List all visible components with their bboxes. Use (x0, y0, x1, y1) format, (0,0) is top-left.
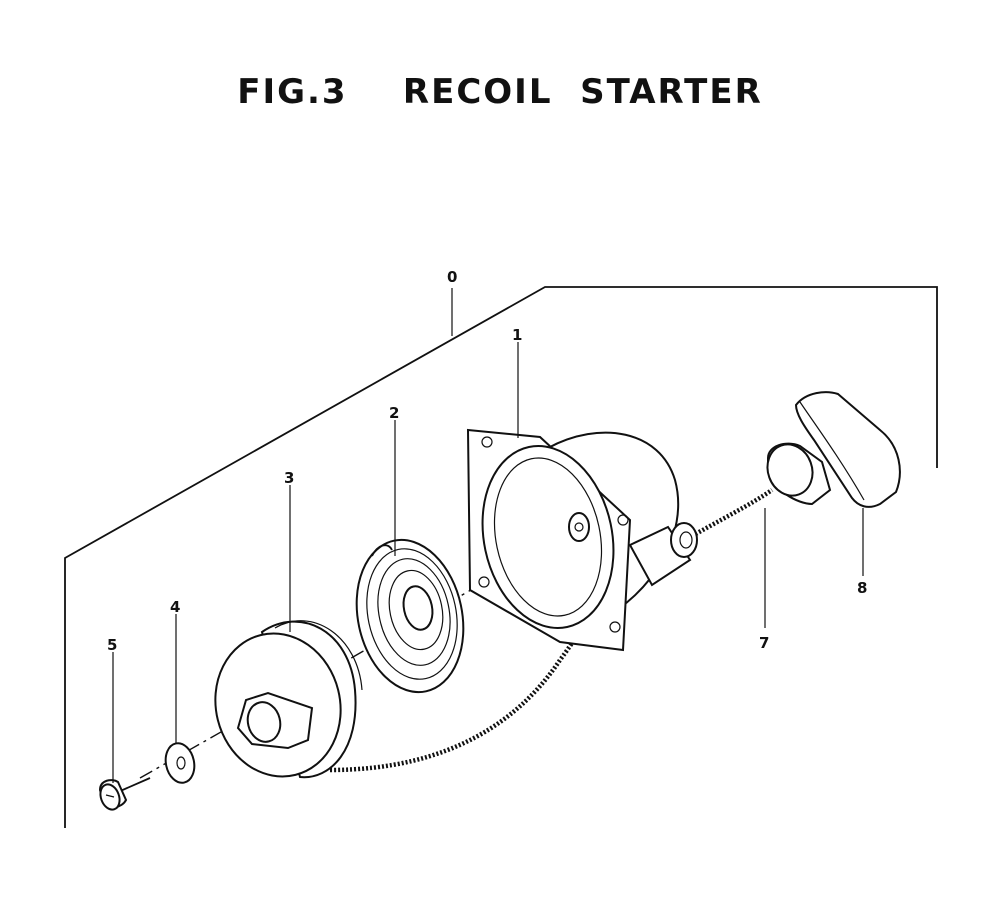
callout-1: 1 (512, 326, 522, 344)
assembly-bracket (64, 286, 938, 828)
starter-case (466, 428, 698, 652)
callout-8: 8 (857, 579, 867, 597)
callout-5: 5 (107, 636, 117, 654)
callout-7: 7 (759, 634, 769, 652)
callout-0: 0 (447, 268, 457, 286)
washer (164, 742, 196, 784)
recoil-reel (214, 620, 363, 779)
callout-2: 2 (389, 404, 399, 422)
starter-handle (766, 391, 901, 508)
callout-4: 4 (170, 598, 180, 616)
figure-title: FIG.3 RECOIL STARTER (237, 72, 763, 112)
center-axis (139, 527, 581, 779)
callout-3: 3 (284, 469, 294, 487)
screw (98, 777, 151, 811)
recoil-spring (355, 538, 465, 694)
